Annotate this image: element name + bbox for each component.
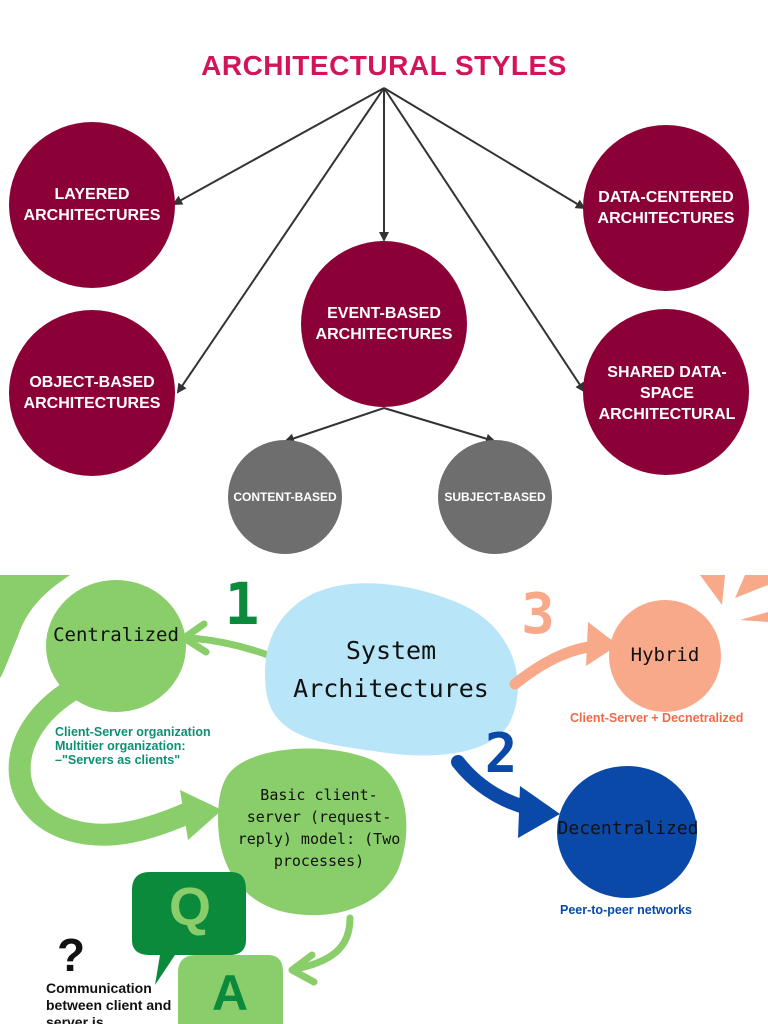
shared-data-space-circle	[583, 309, 749, 475]
hybrid-label: Hybrid	[630, 644, 700, 666]
arrow-to-content-based	[284, 407, 385, 444]
arrow-to-shared-data-space	[383, 87, 586, 393]
number-three: 3	[521, 582, 555, 647]
centralized-note-3: –"Servers as clients"	[55, 753, 181, 767]
data-centered-node: DATA-CENTERED ARCHITECTURES	[597, 189, 735, 227]
basic-to-answer-arrow	[296, 914, 354, 972]
q-letter: Q	[168, 877, 211, 937]
layered-circle	[9, 122, 175, 288]
subject-based-circle	[438, 440, 552, 554]
decentralized-note: Peer-to-peer networks	[560, 903, 692, 917]
hybrid-splash-3	[740, 612, 768, 622]
system-architectures-blob	[265, 583, 518, 756]
centralized-blob	[46, 580, 186, 712]
system-to-centralized-arrow	[186, 634, 272, 659]
basic-client-server-label: Basic client-server (request-reply) mode…	[237, 786, 401, 870]
hybrid-splash	[700, 575, 725, 605]
q-bubble	[132, 872, 246, 985]
number-one: 1	[224, 570, 260, 638]
green-swoosh-left	[0, 575, 70, 678]
basic-to-answer-arrowhead	[288, 951, 318, 986]
centralized-label: Centralized	[53, 624, 179, 646]
arrow-to-data-centered	[383, 87, 586, 210]
centralized-note-2: Multitier organization:	[55, 739, 186, 753]
question-mark-icon: ?	[56, 929, 86, 981]
a-bubble	[178, 955, 283, 1024]
object-based-circle	[9, 310, 175, 476]
hybrid-splash-2	[735, 575, 768, 598]
centralized-to-basic-arrowhead	[180, 790, 222, 840]
hybrid-note: Client-Server + Decnetralized	[570, 711, 744, 725]
architectural-styles-title: ARCHITECTURAL STYLES	[201, 50, 567, 81]
hybrid-circle	[609, 600, 721, 712]
decentralized-label: Decentralized	[557, 818, 699, 839]
shared-data-space-node: SHARED DATA-SPACE ARCHITECTURAL	[598, 363, 736, 423]
basic-client-server-blob	[218, 748, 407, 916]
content-based-node: CONTENT-BASED	[233, 489, 337, 504]
decentralized-circle	[557, 766, 697, 898]
system-to-hybrid-arrowhead	[586, 622, 618, 666]
question-note: Communication between client and server …	[46, 980, 172, 1024]
system-architectures-label: System Architectures	[293, 636, 489, 703]
event-based-node: EVENT-BASED ARCHITECTURES	[315, 305, 453, 343]
data-centered-circle	[583, 125, 749, 291]
arrow-to-layered	[172, 87, 385, 205]
number-two: 2	[484, 722, 518, 785]
centralized-to-basic-curve	[8, 679, 206, 846]
a-letter: A	[211, 965, 249, 1021]
content-based-circle	[228, 440, 342, 554]
title-arrows	[172, 87, 586, 444]
centralized-note-1: Client-Server organization	[55, 725, 211, 739]
arrow-to-object-based	[176, 87, 385, 394]
event-based-circle	[301, 241, 467, 407]
arrow-to-subject-based	[383, 407, 496, 444]
subject-based-node: SUBJECT-BASED	[444, 489, 546, 504]
object-based-node: OBJECT-BASED ARCHITECTURES	[23, 374, 161, 412]
layered-node: LAYERED ARCHITECTURES	[23, 186, 161, 224]
system-to-decentralized-arrowhead	[518, 786, 560, 838]
centralized-notes: Client-Server organization Multitier org…	[55, 725, 255, 767]
